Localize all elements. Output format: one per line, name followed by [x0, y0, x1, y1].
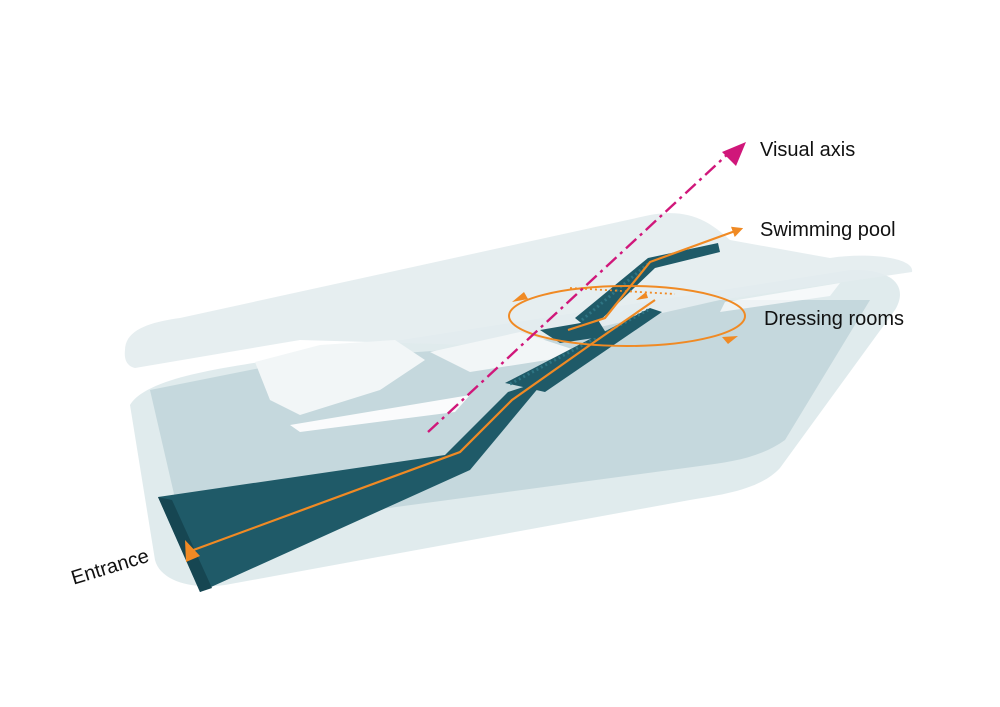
visual-axis-line [427, 151, 731, 433]
arrowhead-icon [636, 292, 648, 300]
pool-stair [575, 243, 720, 330]
arrowhead-icon [722, 336, 738, 344]
visual-axis-label: Visual axis [760, 139, 856, 161]
circulation-loop-icon [508, 285, 746, 347]
ramp-side [158, 497, 212, 592]
dressing-rooms-label: Dressing rooms [764, 308, 905, 330]
courtyard-void [255, 340, 425, 415]
entrance-arrowhead-icon [185, 540, 200, 562]
circulation-path [187, 299, 656, 554]
upper-courtyard-void [430, 332, 575, 372]
arrowhead-icon [512, 292, 528, 302]
entrance-ramp [158, 380, 545, 592]
light-gap [720, 283, 840, 312]
circulation-path-pool [567, 226, 744, 332]
swimming-pool-label: Swimming pool [760, 219, 896, 241]
stair-steps [509, 308, 649, 386]
visual-axis-arrowhead-icon [722, 142, 746, 166]
light-gap [290, 395, 470, 432]
